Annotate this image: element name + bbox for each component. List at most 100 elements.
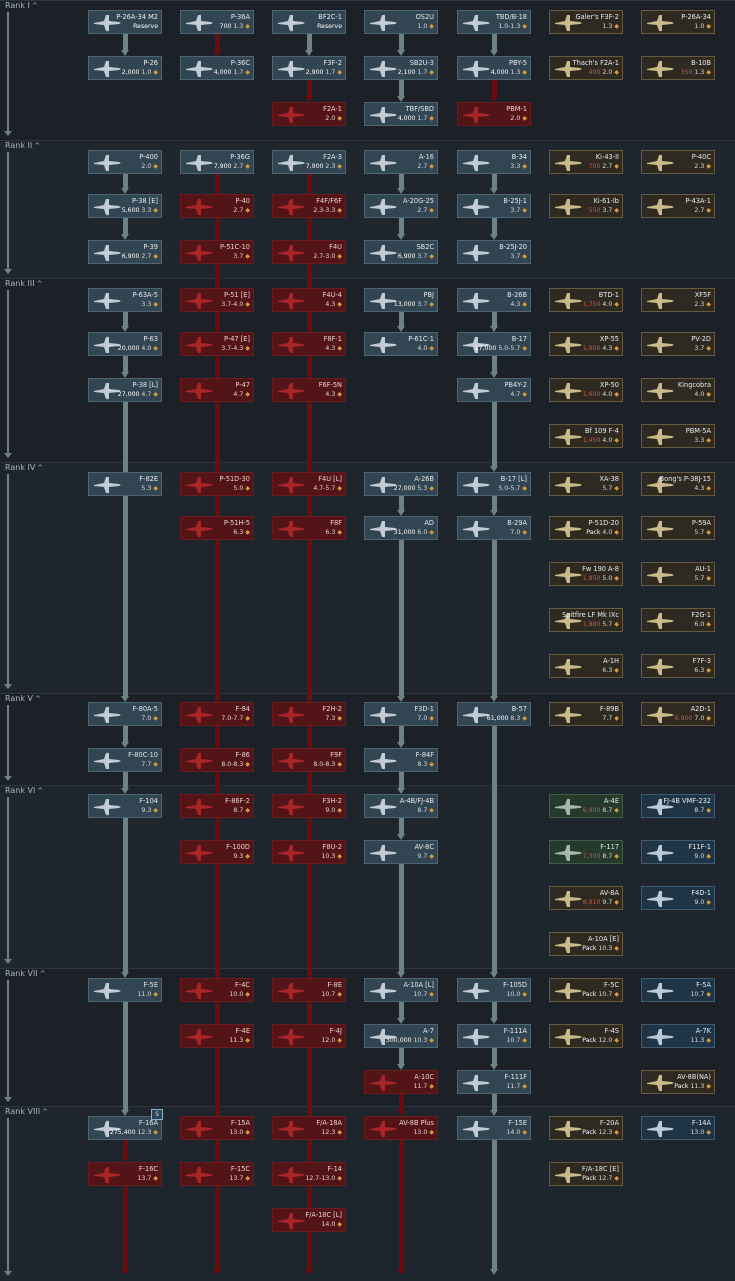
chevron-up-icon[interactable]: ^	[42, 1108, 48, 1116]
vehicle-card-p47e[interactable]: P-47 [E]3.7-4.3 ◆	[180, 332, 254, 356]
vehicle-card-a10ae[interactable]: A-10A [E]Pack 10.3 ◆	[549, 932, 623, 956]
rank-header[interactable]: Rank IV^	[5, 463, 43, 472]
vehicle-card-fa18ce[interactable]: F/A-18C [E]Pack 12.7 ◆	[549, 1162, 623, 1186]
chevron-up-icon[interactable]: ^	[37, 464, 44, 472]
vehicle-card-av8bna[interactable]: AV-8B(NA)Pack 11.3 ◆	[641, 1070, 715, 1094]
vehicle-card-f4ul[interactable]: F4U [L]4.7-5.7 ◆	[272, 472, 346, 496]
vehicle-card-p38l[interactable]: P-38 [L]27,000 4.7 ◆	[88, 378, 162, 402]
vehicle-card-a10al[interactable]: A-10A [L]10.7 ◆	[364, 978, 438, 1002]
rank-header[interactable]: Rank II^	[5, 141, 40, 150]
vehicle-card-p38e[interactable]: P-38 [E]5,600 3.3 ◆	[88, 194, 162, 218]
vehicle-card-b17l[interactable]: B-17 [L]5.0-5.7 ◆	[457, 472, 531, 496]
vehicle-card-fa18cl[interactable]: F/A-18C [L]14.0 ◆	[272, 1208, 346, 1232]
chevron-up-icon[interactable]: ^	[35, 695, 41, 703]
rank-header[interactable]: Rank VII^	[5, 969, 46, 978]
rank-header[interactable]: Rank I^	[5, 1, 38, 10]
rank-header[interactable]: Rank III^	[5, 279, 42, 288]
